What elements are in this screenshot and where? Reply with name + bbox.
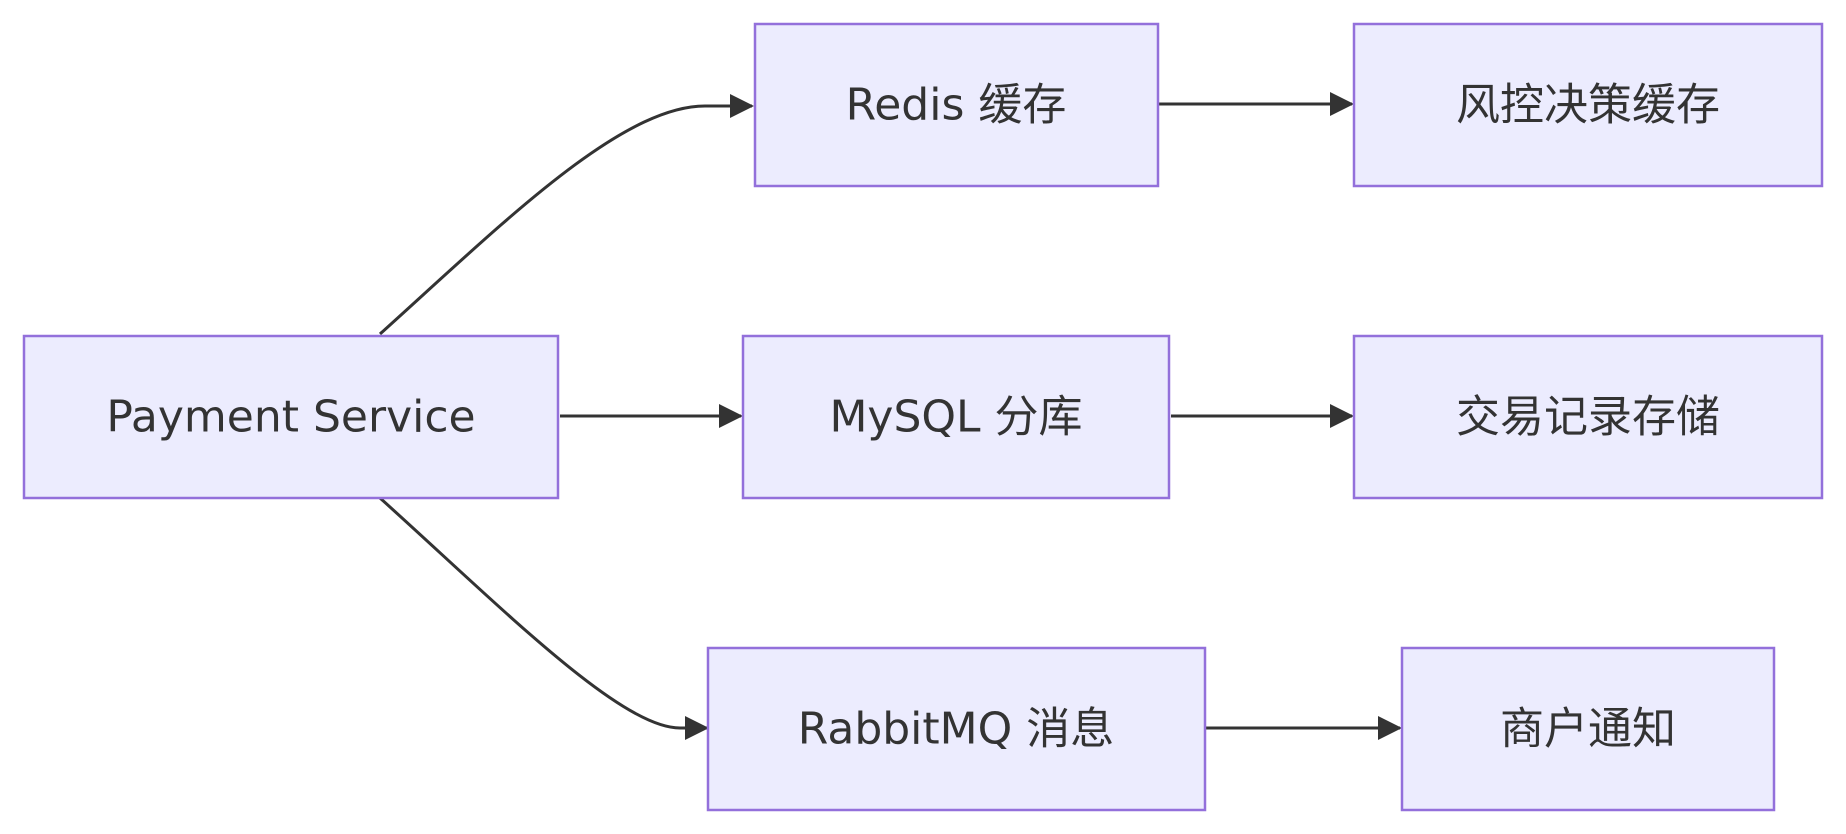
edge-payment-to-redis bbox=[378, 94, 754, 336]
node-merchant-notification[interactable]: 商户通知 bbox=[1400, 646, 1776, 812]
node-redis-cache[interactable]: Redis 缓存 bbox=[753, 22, 1160, 188]
node-risk-decision-cache-label: 风控决策缓存 bbox=[1456, 80, 1720, 131]
node-merchant-notification-label: 商户通知 bbox=[1500, 704, 1676, 755]
edges bbox=[378, 92, 1402, 740]
node-rabbitmq-message-label: RabbitMQ 消息 bbox=[798, 704, 1115, 755]
edge-payment-to-rabbitmq bbox=[378, 496, 709, 740]
node-rabbitmq-message[interactable]: RabbitMQ 消息 bbox=[706, 646, 1207, 812]
node-risk-decision-cache[interactable]: 风控决策缓存 bbox=[1352, 22, 1824, 188]
node-mysql-sharding-label: MySQL 分库 bbox=[829, 392, 1082, 443]
node-transaction-storage[interactable]: 交易记录存储 bbox=[1352, 334, 1824, 500]
node-mysql-sharding[interactable]: MySQL 分库 bbox=[741, 334, 1171, 500]
node-payment-service[interactable]: Payment Service bbox=[22, 334, 560, 500]
node-redis-cache-label: Redis 缓存 bbox=[846, 80, 1067, 131]
node-transaction-storage-label: 交易记录存储 bbox=[1456, 392, 1720, 443]
node-payment-service-label: Payment Service bbox=[106, 392, 475, 443]
